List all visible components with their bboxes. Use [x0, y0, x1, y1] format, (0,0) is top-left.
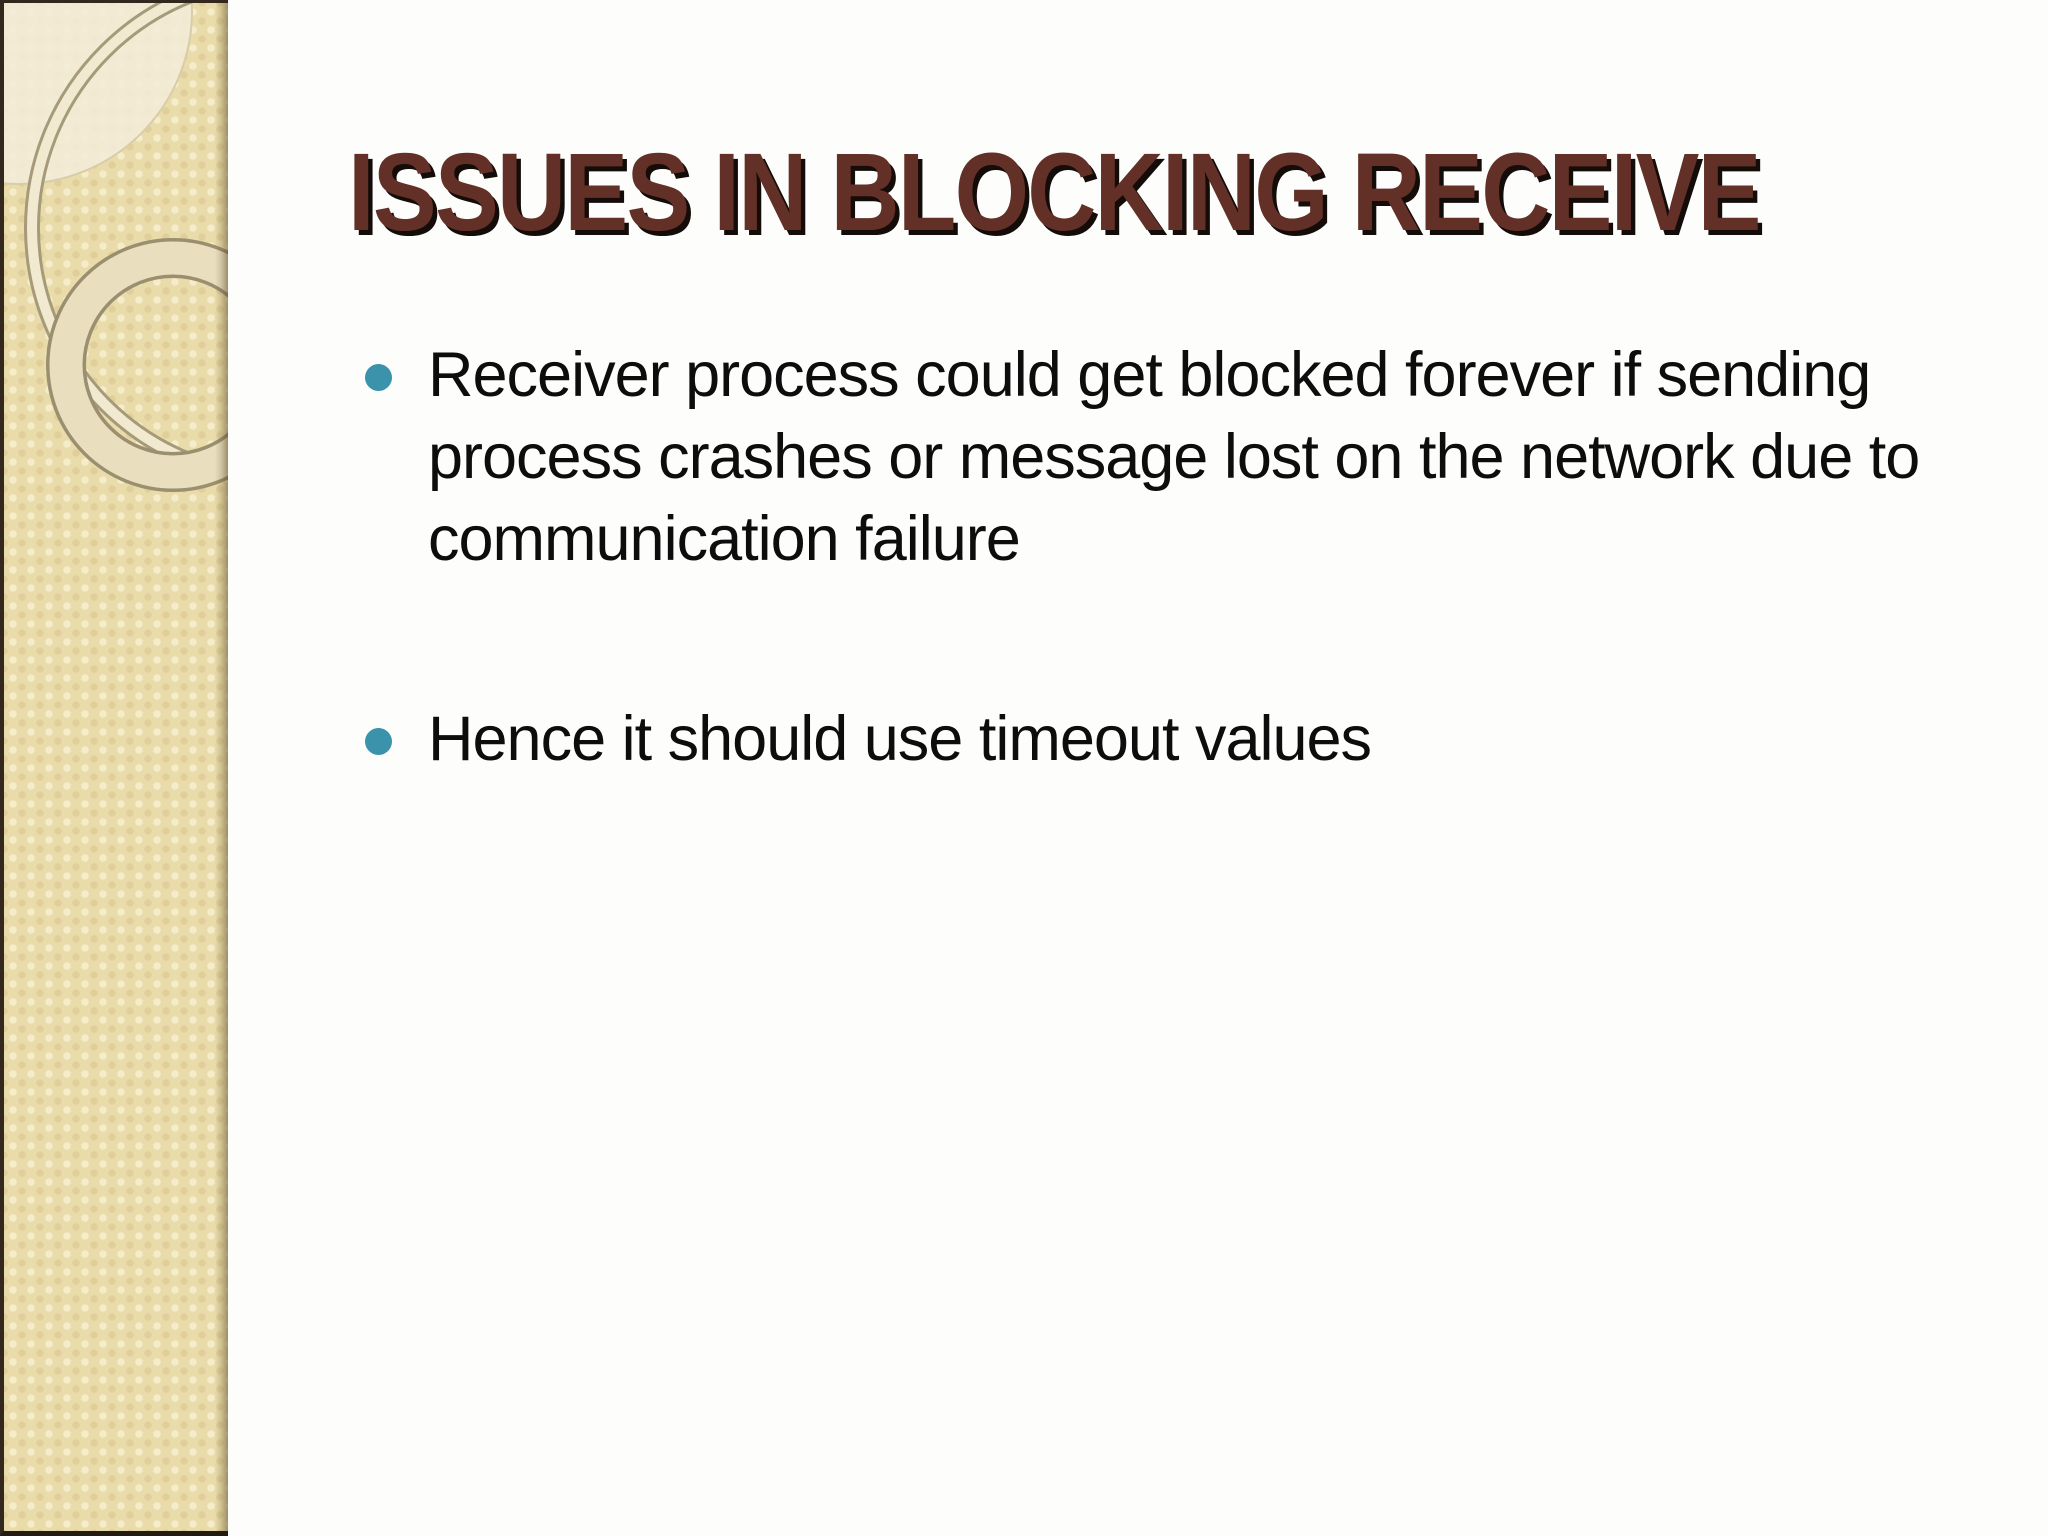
slide-title: ISSUES IN BLOCKING RECEIVE — [348, 131, 1762, 254]
circles-ornament-icon — [4, 3, 228, 492]
sidebar-edge-shadow — [215, 3, 228, 1531]
bullet-icon — [365, 364, 392, 391]
bullet-line: Hence it should use timeout values — [428, 704, 1372, 774]
bullet-line: Receiver process could get blocked forev… — [428, 340, 1871, 410]
bullet-line: process crashes or message lost on the n… — [428, 422, 1920, 492]
bullet-item: Hence it should use timeout values — [365, 698, 2025, 780]
bullet-text: Hence it should use timeout values — [428, 698, 1372, 780]
bullet-item: Receiver process could get blocked forev… — [365, 334, 2025, 580]
bullet-list: Receiver process could get blocked forev… — [365, 334, 2025, 780]
bullet-icon — [365, 728, 392, 755]
sidebar-decoration — [0, 0, 228, 1536]
bullet-text: Receiver process could get blocked forev… — [428, 334, 1920, 580]
bullet-line: communication failure — [428, 504, 1021, 574]
